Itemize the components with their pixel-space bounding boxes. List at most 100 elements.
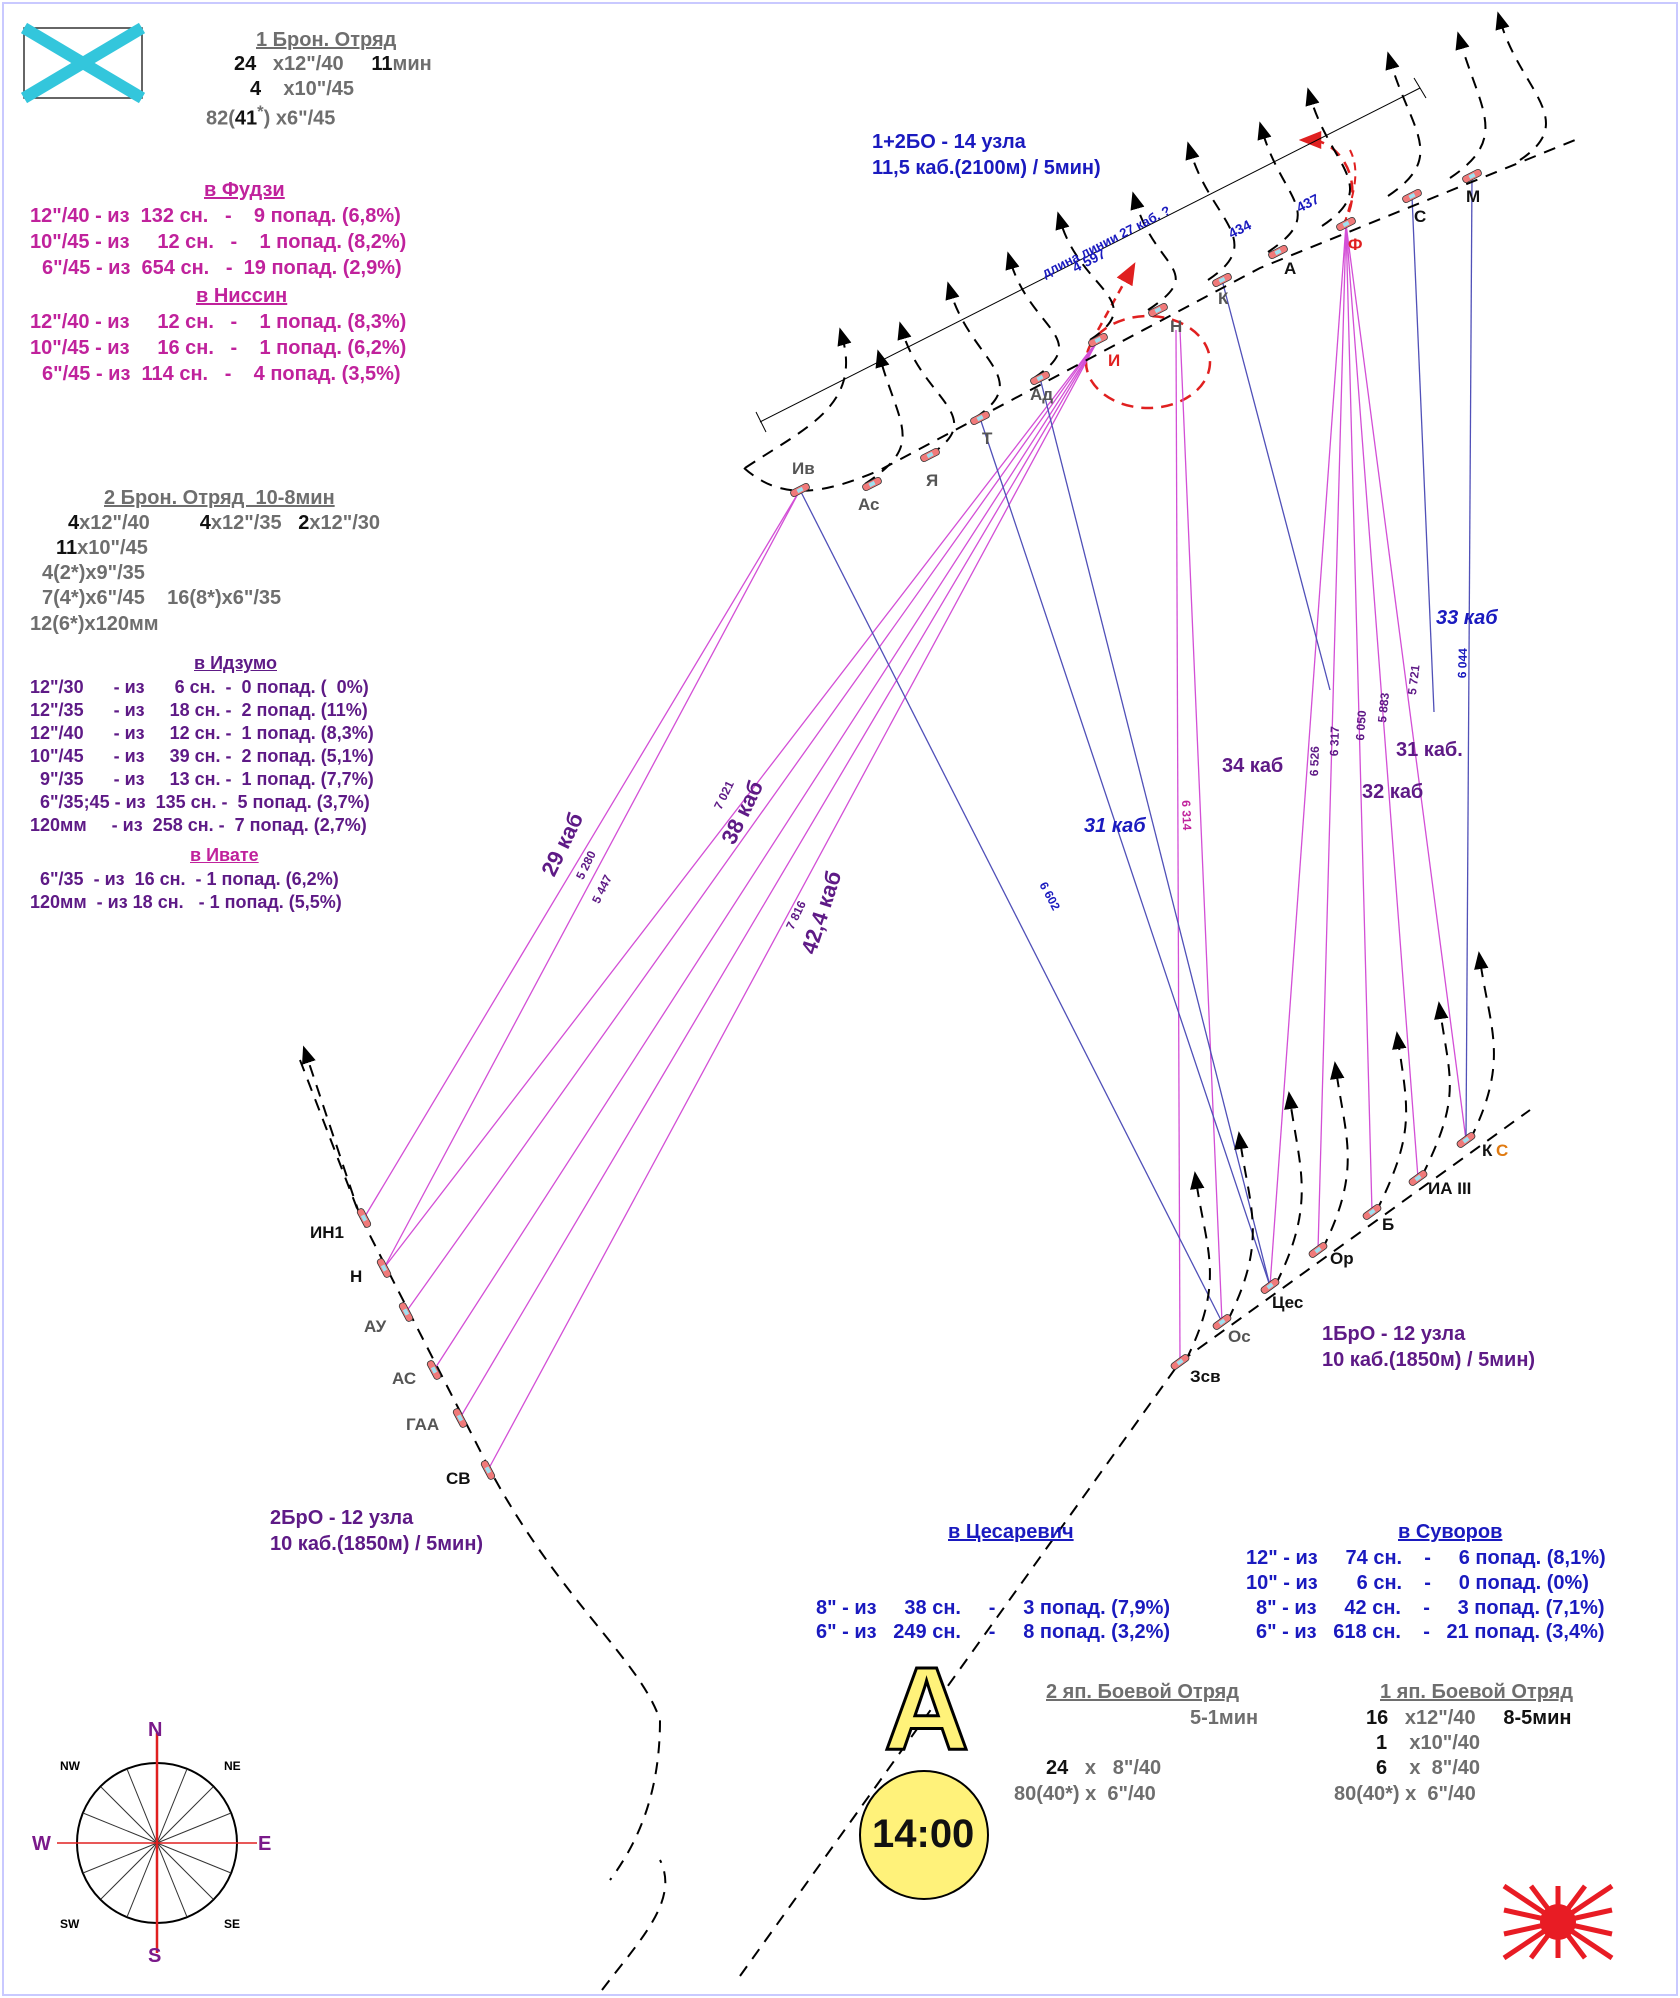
wake-arrow-right <box>1321 1061 1349 1251</box>
wake-arrow-top <box>897 321 956 456</box>
ship-label-left: Н <box>350 1267 363 1286</box>
izumo-row-6: 6"/35;45 - из 135 сн. - 5 попад. (3,7%) <box>40 792 370 812</box>
fire-line <box>1345 223 1419 1179</box>
fleet2-row5: 12(6*)x120мм <box>30 613 159 635</box>
ship-label-top: Н <box>1170 317 1183 336</box>
range-6526: 6 526 <box>1307 745 1323 777</box>
ship-label-right: Б <box>1382 1215 1395 1234</box>
turn-arc-fuji <box>1298 131 1354 231</box>
ship-marker-top <box>970 410 990 426</box>
ship-label-right: Ос <box>1228 1327 1251 1346</box>
ship-label-left: ГАА <box>406 1415 440 1434</box>
compass-se: SE <box>224 1917 241 1931</box>
ivate-row-1: 6"/35 - из 16 сн. - 1 попад. (6,2%) <box>40 869 339 889</box>
ship-marker-right <box>1260 1278 1280 1294</box>
fire-line <box>1411 195 1435 713</box>
range-6044: 6 044 <box>1455 647 1471 679</box>
fire-line <box>459 339 1099 1419</box>
ship-marker-top <box>1148 302 1168 318</box>
fire-line <box>1039 377 1271 1287</box>
st-andrews-flag-icon <box>20 22 146 104</box>
ship-label-right: Ор <box>1330 1249 1354 1268</box>
suvorov-row-2: 10" - из 6 сн. - 0 попад. (0%) <box>1246 1572 1589 1594</box>
range-6314: 6 314 <box>1179 799 1195 831</box>
suvorov-row-4: 6" - из 618 сн. - 21 попад. (3,4%) <box>1256 1621 1605 1643</box>
wake-arrow-top <box>1495 11 1547 161</box>
ship-marker-top <box>1402 188 1422 204</box>
turn-circle-ivate <box>1084 314 1212 410</box>
suvorov-row-3: 8" - из 42 сн. - 3 попад. (7,1%) <box>1256 1597 1605 1619</box>
fire-line <box>1317 223 1347 1251</box>
range-5721: 5 721 <box>1405 664 1423 696</box>
ship-marker-right <box>1362 1204 1382 1220</box>
fire-lines-blue <box>799 175 1473 1323</box>
speed-top-2: 11,5 каб.(2100м) / 5мин) <box>872 157 1101 179</box>
ship-label-top: Я <box>926 471 939 490</box>
ivate-row-2: 120мм - из 18 сн. - 1 попад. (5,5%) <box>30 892 342 912</box>
compass-e: E <box>258 1833 272 1855</box>
wake-arrow-right <box>1375 1031 1408 1213</box>
fire-line <box>979 417 1271 1287</box>
fire-line <box>487 339 1099 1471</box>
wake-arrow-top <box>1130 191 1177 311</box>
ship-label-left: ИН1 <box>310 1223 344 1242</box>
nissin-row-1: 12"/40 - из 12 сн. - 1 попад. (8,3%) <box>30 311 407 333</box>
ship-label-top: С <box>1414 207 1427 226</box>
fire-line <box>1221 279 1331 691</box>
wake-arrow-top <box>1449 31 1487 179</box>
fire-line <box>1269 223 1347 1287</box>
range-31-kab-a: 31 каб <box>1084 815 1146 837</box>
speed-1bro-1: 1БрО - 12 узла <box>1322 1323 1466 1345</box>
fire-line <box>383 489 801 1269</box>
jp2-time: 5-1мин <box>1190 1707 1259 1729</box>
ship-label-top: М <box>1466 187 1481 206</box>
ship-marker-right <box>1212 1314 1232 1330</box>
range-6050: 6 050 <box>1353 709 1370 741</box>
speed-2bro-2: 10 каб.(1850м) / 5мин) <box>270 1533 484 1555</box>
fuji-title: в Фудзи <box>204 179 285 201</box>
compass-nw: NW <box>60 1759 80 1773</box>
ship-marker-top <box>1268 244 1288 260</box>
ship-label-top: Ф <box>1348 235 1363 254</box>
ship-markers <box>356 168 1482 1480</box>
speed-top-1: 1+2БО - 14 узла <box>872 131 1026 153</box>
ship-label-top: К <box>1218 289 1229 308</box>
izumo-title: в Идзумо <box>194 653 277 673</box>
ship-label-right: ИА III <box>1428 1179 1472 1198</box>
wake-arrow-right <box>1421 1001 1451 1177</box>
wake-arrow-top <box>1385 51 1422 197</box>
course-top-main <box>743 137 1581 492</box>
fire-line <box>799 489 1223 1323</box>
range-32-kab: 32 каб <box>1362 781 1424 803</box>
wake-arrow-top <box>945 281 1001 419</box>
fire-line <box>1175 329 1181 1363</box>
fire-line <box>1345 223 1373 1213</box>
ship-marker-left <box>426 1360 442 1380</box>
fleet1-row1: 24 x12"/40 11мин <box>234 53 432 75</box>
ship-marker-left <box>376 1258 392 1278</box>
ship-label-top: И <box>1108 351 1121 370</box>
wake-arrow-top <box>1005 251 1060 379</box>
izumo-row-5: 9"/35 - из 13 сн. - 1 попад. (7,7%) <box>40 769 374 789</box>
jp1-row4: 80(40*) x 6"/40 <box>1334 1783 1476 1805</box>
wake-arrow-right <box>1469 951 1495 1141</box>
fleet2-row4: 7(4*)x6"/45 16(8*)x6"/35 <box>42 587 282 609</box>
ship-marker-left <box>356 1208 372 1228</box>
wake-arrow-right <box>1227 1131 1254 1321</box>
wake-arrow-top <box>1055 211 1115 341</box>
fleet1-row2: 4 x10"/45 <box>250 78 355 100</box>
course-left-tail <box>601 1859 667 1991</box>
nissin-row-3: 6"/45 - из 114 сн. - 4 попад. (3,5%) <box>42 363 401 385</box>
fire-lines-magenta <box>363 223 1467 1471</box>
izumo-row-1: 12"/30 - из 6 сн. - 0 попад. ( 0%) <box>30 677 369 697</box>
izumo-row-3: 12"/40 - из 12 сн. - 1 попад. (8,3%) <box>30 723 374 743</box>
compass-ne: NE <box>224 1759 241 1773</box>
japanese-line-length-ruler <box>755 77 1427 433</box>
compass-sw: SW <box>60 1917 80 1931</box>
range-31-kab-b: 31 каб. <box>1396 739 1463 761</box>
ship-label-top: А <box>1284 259 1297 278</box>
fire-line <box>1345 223 1467 1141</box>
jp2-row2: 80(40*) x 6"/40 <box>1014 1783 1156 1805</box>
